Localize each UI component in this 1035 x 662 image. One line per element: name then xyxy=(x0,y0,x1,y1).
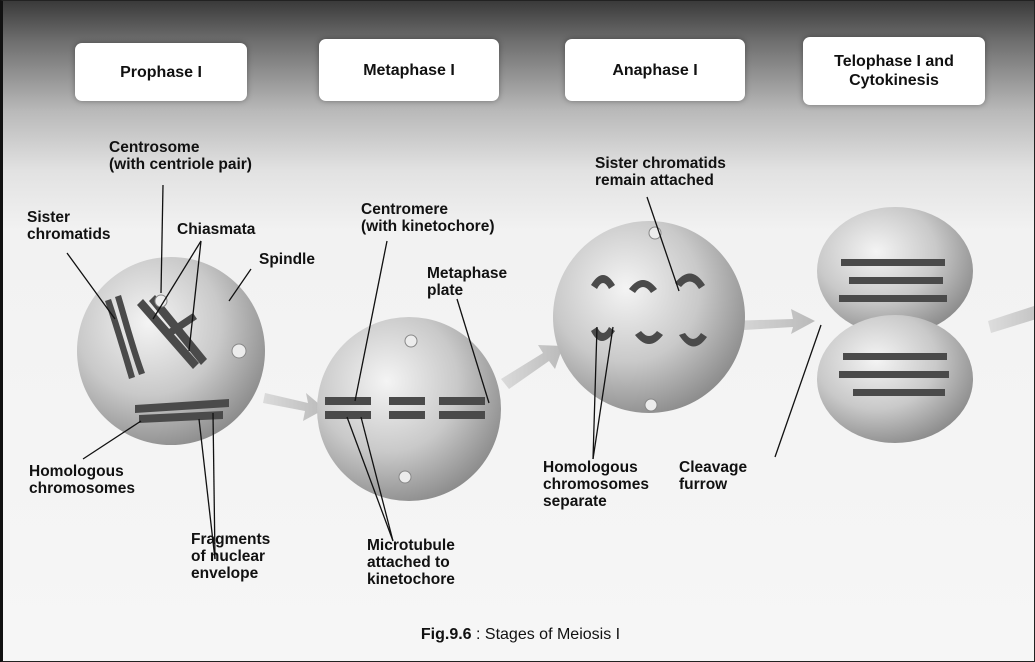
arrow-telophase-out xyxy=(988,303,1035,333)
label-chiasmata: Chiasmata xyxy=(177,221,255,238)
caption-text: : Stages of Meiosis I xyxy=(472,626,621,643)
arrow-prophase-to-metaphase xyxy=(263,393,325,421)
label-centrosome: Centrosome(with centriole pair) xyxy=(109,139,252,173)
label-centromere: Centromere(with kinetochore) xyxy=(361,201,494,235)
figure-number: Fig.9.6 xyxy=(421,626,472,643)
label-spindle: Spindle xyxy=(259,251,315,268)
meiosis-diagram xyxy=(3,1,1035,662)
arrow-metaphase-to-anaphase xyxy=(501,345,563,389)
telophase-cells xyxy=(817,207,973,443)
anaphase-cell xyxy=(553,221,745,413)
metaphase-cell xyxy=(317,317,501,501)
figure-caption: Fig.9.6 : Stages of Meiosis I xyxy=(3,626,1035,644)
prophase-cell xyxy=(77,257,265,445)
